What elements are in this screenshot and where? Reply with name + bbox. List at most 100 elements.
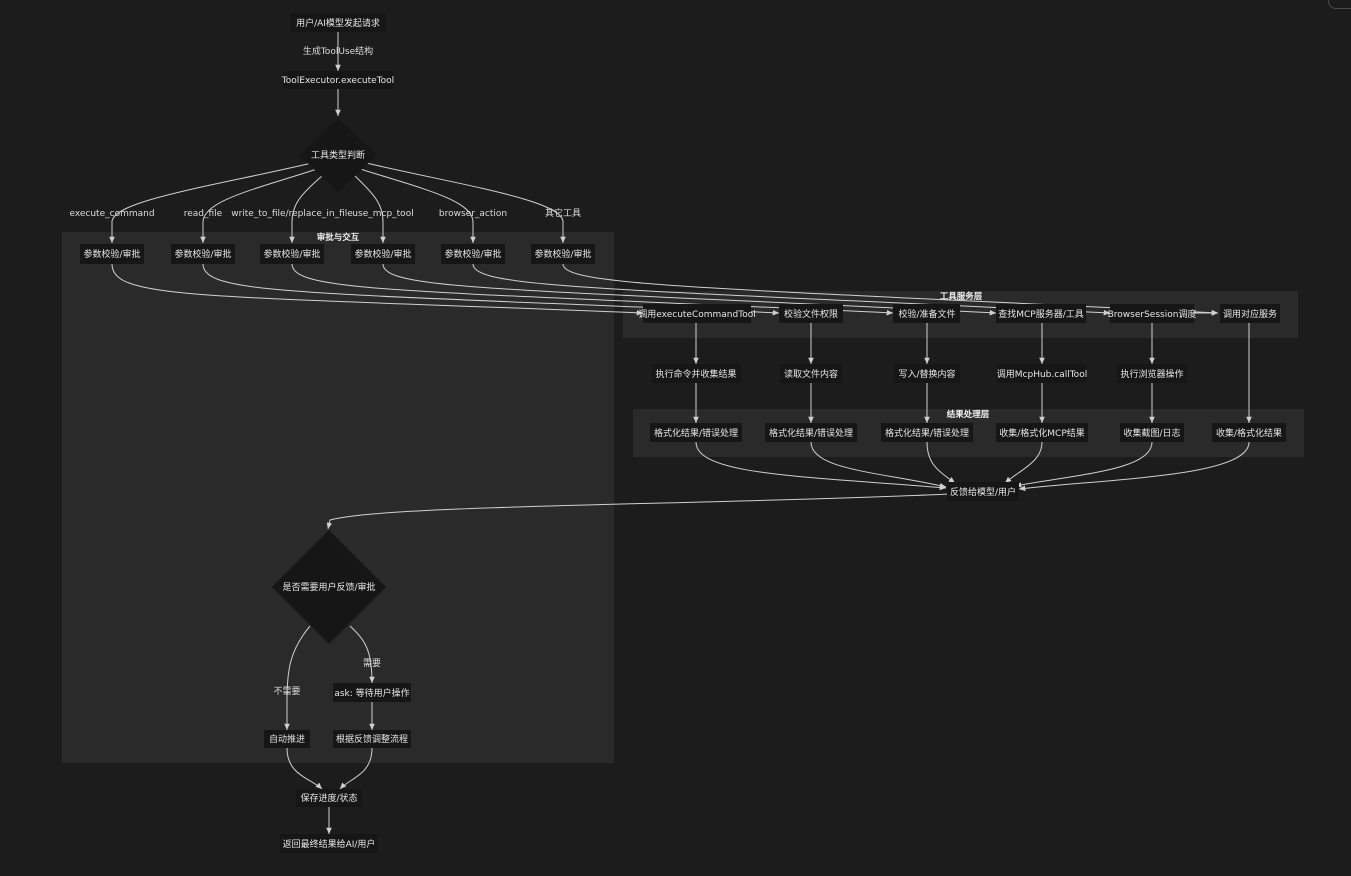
edge-judge-mcp: [354, 175, 386, 243]
cluster-service-title: 工具服务层: [940, 291, 983, 302]
svg-text:根据反馈调整流程: 根据反馈调整流程: [336, 733, 408, 745]
svg-text:ToolExecutor.executeTool: ToolExecutor.executeTool: [281, 76, 394, 86]
svg-text:格式化结果/错误处理: 格式化结果/错误处理: [654, 427, 738, 439]
edge-approve2-svc: [202, 263, 780, 316]
svg-text:返回最终结果给AI/用户: 返回最终结果给AI/用户: [283, 838, 376, 850]
edge-res5-feedback: [1014, 441, 1153, 488]
node-start: 用户/AI模型发起请求: [290, 13, 386, 32]
svg-text:执行浏览器操作: 执行浏览器操作: [1120, 368, 1183, 380]
node-act-mcp: 调用McpHub.callTool: [997, 364, 1087, 383]
node-svc-write: 校验/准备文件: [893, 304, 960, 323]
node-auto: 自动推进: [264, 730, 310, 748]
node-act-exec: 执行命令并收集结果: [652, 364, 741, 383]
node-res-read: 格式化结果/错误处理: [765, 423, 857, 442]
svg-text:格式化结果/错误处理: 格式化结果/错误处理: [885, 427, 969, 439]
svg-text:格式化结果/错误处理: 格式化结果/错误处理: [769, 427, 853, 439]
edge-approve4-svc: [382, 263, 997, 316]
svg-text:保存进度/状态: 保存进度/状态: [300, 792, 357, 804]
edge-label-other-tools: 其它工具: [545, 207, 581, 219]
svg-text:参数校验/审批: 参数校验/审批: [174, 248, 231, 260]
node-svc-read: 校验文件权限: [779, 304, 843, 323]
edge-decision-auto: [284, 625, 311, 730]
edge-approve6-svc: [562, 263, 1219, 316]
edge-auto-save: [286, 747, 323, 790]
edge-label-no-need: 不需要: [273, 686, 300, 697]
edge-approve1-svc: [111, 263, 644, 316]
svg-text:用户/AI模型发起请求: 用户/AI模型发起请求: [296, 17, 380, 29]
node-approve-mcp: 参数校验/审批: [351, 244, 415, 264]
edge-approve5-svc: [472, 263, 1111, 316]
edge-adjust-save: [339, 747, 373, 790]
svg-text:自动推进: 自动推进: [269, 733, 305, 745]
node-type-judge: 工具类型判断: [299, 118, 377, 192]
node-res-write: 格式化结果/错误处理: [881, 423, 973, 442]
node-approve-write: 参数校验/审批: [260, 244, 324, 264]
svg-text:BrowserSession调度: BrowserSession调度: [1108, 308, 1197, 320]
node-svc-exec: 调用executeCommandTool: [638, 304, 756, 323]
window-corner-decoration: [1328, 0, 1351, 9]
svg-text:调用McpHub.callTool: 调用McpHub.callTool: [997, 369, 1087, 380]
node-executor: ToolExecutor.executeTool: [281, 71, 394, 89]
node-save: 保存进度/状态: [296, 789, 362, 807]
edge-judge-other: [361, 161, 566, 243]
svg-text:调用executeCommandTool: 调用executeCommandTool: [638, 309, 755, 320]
edge-label-use-mcp-tool: use_mcp_tool: [352, 209, 413, 219]
edge-res4-feedback: [1004, 441, 1043, 484]
svg-text:参数校验/审批: 参数校验/审批: [354, 248, 411, 260]
svg-text:工具类型判断: 工具类型判断: [311, 149, 365, 161]
edge-labels: 生成ToolUse结构 execute_command read_file wr…: [69, 45, 581, 697]
edge-label-browser-action: browser_action: [439, 209, 507, 219]
svg-text:参数校验/审批: 参数校验/审批: [444, 248, 501, 260]
svg-text:读取文件内容: 读取文件内容: [784, 368, 838, 380]
svg-text:校验/准备文件: 校验/准备文件: [898, 308, 955, 320]
edge-label-need: 需要: [363, 658, 381, 669]
edges: [109, 32, 1252, 834]
node-act-browser: 执行浏览器操作: [1117, 364, 1187, 383]
node-approve-other: 参数校验/审批: [531, 244, 595, 264]
svg-text:参数校验/审批: 参数校验/审批: [263, 248, 320, 260]
node-res-exec: 格式化结果/错误处理: [650, 423, 742, 442]
node-need-feedback: 是否需要用户反馈/审批: [272, 530, 386, 644]
node-approve-browser: 参数校验/审批: [441, 244, 505, 264]
node-svc-browser: BrowserSession调度: [1108, 304, 1197, 323]
edge-judge-read: [200, 167, 321, 243]
edge-res1-feedback: [695, 441, 947, 491]
edge-judge-exec: [109, 161, 317, 243]
node-svc-other: 调用对应服务: [1220, 304, 1280, 323]
node-adjust: 根据反馈调整流程: [333, 730, 411, 748]
node-res-browser: 收集截图/日志: [1120, 423, 1184, 442]
edge-decision-ask: [349, 625, 375, 684]
node-res-mcp: 收集/格式化MCP结果: [996, 423, 1088, 442]
node-res-other: 收集/格式化结果: [1212, 423, 1286, 442]
svg-text:校验文件权限: 校验文件权限: [784, 308, 838, 320]
svg-text:查找MCP服务器/工具: 查找MCP服务器/工具: [998, 308, 1084, 320]
cluster-approval-title: 审批与交互: [317, 232, 360, 243]
edge-label-execute-command: execute_command: [69, 209, 154, 219]
nodes: 用户/AI模型发起请求 ToolExecutor.executeTool 工具类…: [80, 13, 1286, 853]
node-approve-read: 参数校验/审批: [171, 244, 235, 264]
node-ask: ask: 等待用户操作: [333, 683, 411, 702]
edge-label-write-replace: write_to_file/replace_in_file: [231, 209, 353, 219]
cluster-approval: 审批与交互: [62, 232, 614, 763]
svg-text:收集/格式化结果: 收集/格式化结果: [1216, 427, 1282, 439]
node-act-write: 写入/替换内容: [894, 364, 960, 383]
edge-res3-feedback: [926, 441, 956, 484]
svg-text:是否需要用户反馈/审批: 是否需要用户反馈/审批: [282, 581, 375, 593]
edge-judge-browser: [356, 167, 476, 243]
svg-text:调用对应服务: 调用对应服务: [1223, 308, 1277, 320]
edge-feedback-decision: [326, 493, 952, 530]
node-svc-mcp: 查找MCP服务器/工具: [996, 304, 1086, 323]
svg-text:参数校验/审批: 参数校验/审批: [534, 248, 591, 260]
edge-res2-feedback: [810, 441, 947, 489]
node-feedback: 反馈给模型/用户: [947, 482, 1019, 501]
edge-label-read-file: read_file: [184, 209, 223, 219]
svg-text:反馈给模型/用户: 反馈给模型/用户: [950, 486, 1016, 498]
edge-res6-feedback: [1018, 441, 1250, 492]
svg-text:收集/格式化MCP结果: 收集/格式化MCP结果: [999, 427, 1085, 439]
svg-text:ask: 等待用户操作: ask: 等待用户操作: [334, 687, 409, 699]
edge-label-gen-tooluse: 生成ToolUse结构: [303, 45, 373, 57]
edge-judge-write: [289, 175, 323, 243]
svg-text:参数校验/审批: 参数校验/审批: [83, 248, 140, 260]
svg-text:写入/替换内容: 写入/替换内容: [898, 368, 955, 380]
node-approve-exec: 参数校验/审批: [80, 244, 144, 264]
